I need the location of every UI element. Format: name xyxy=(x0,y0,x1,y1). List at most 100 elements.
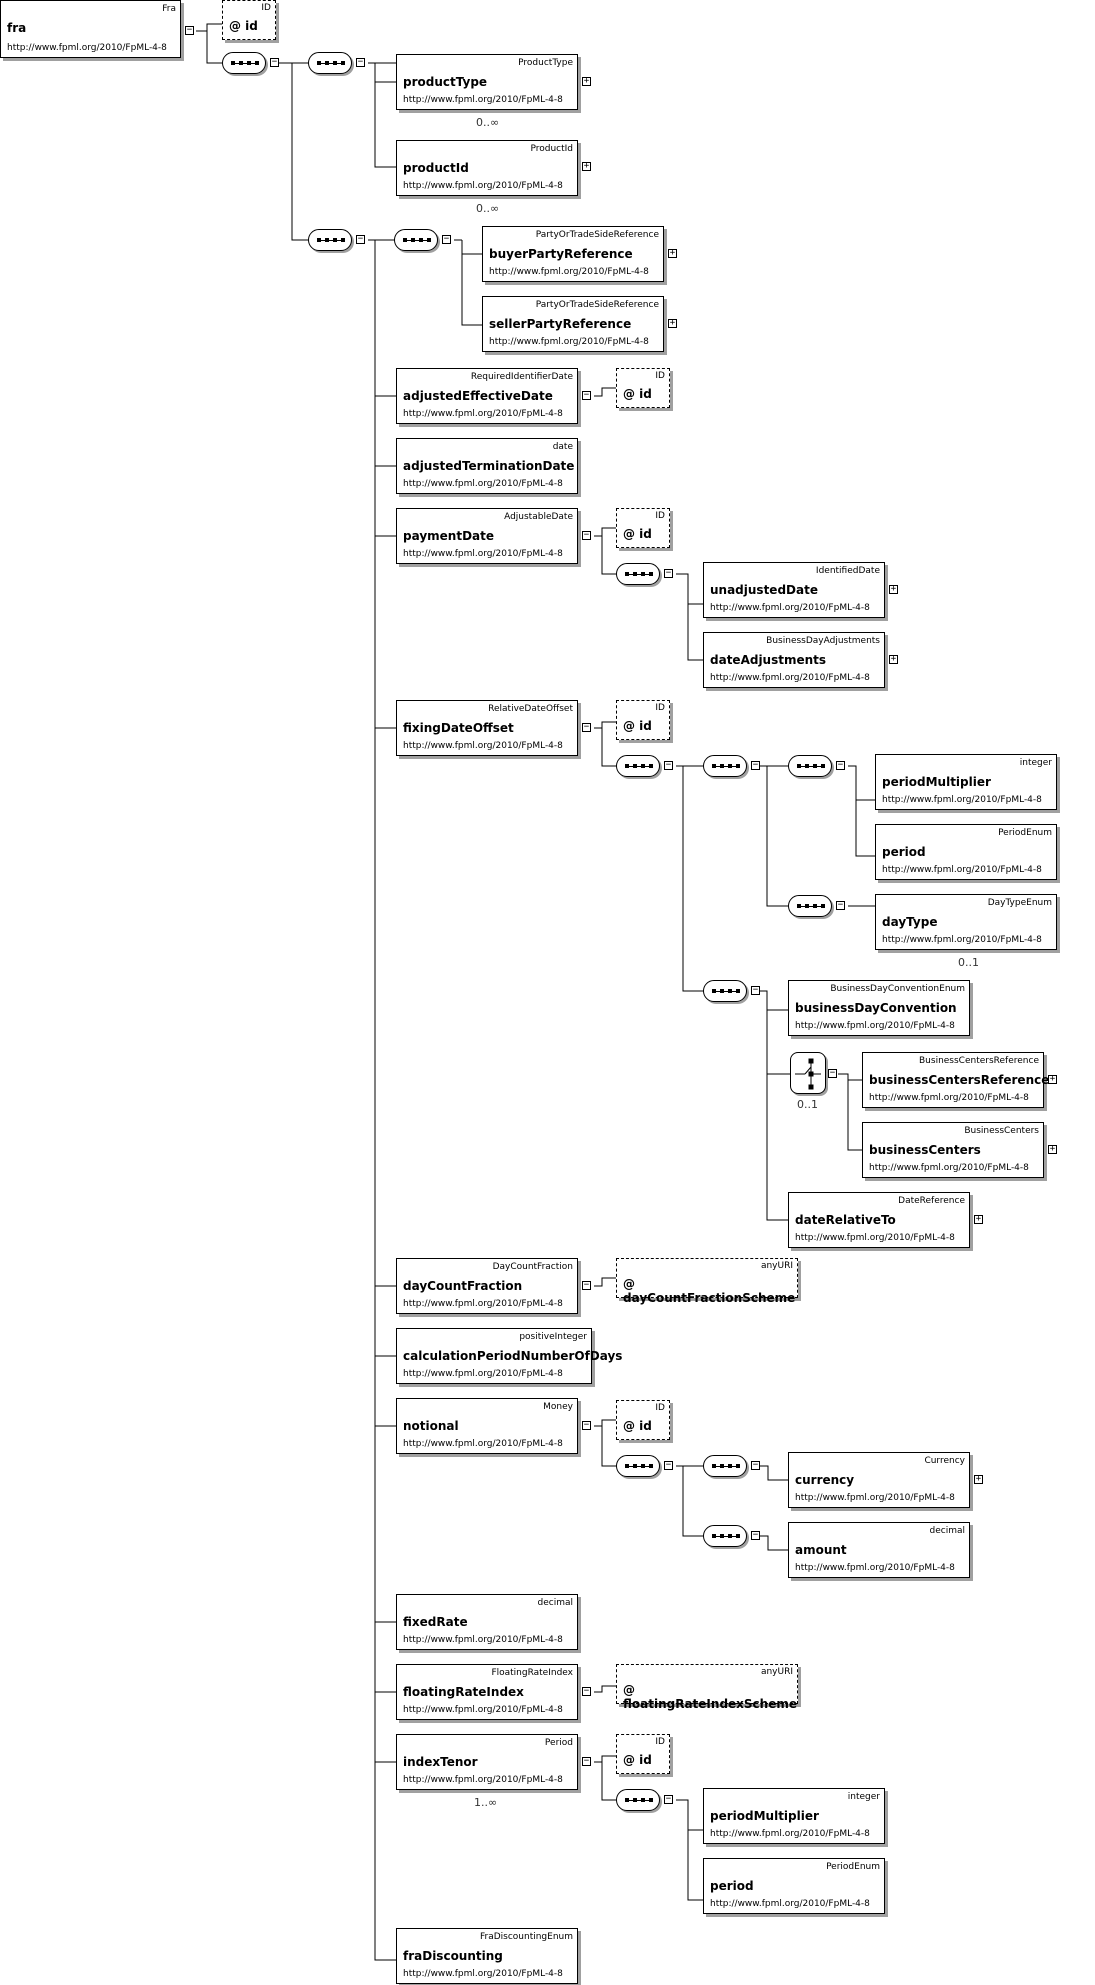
attribute-id[interactable]: ID @ id xyxy=(616,1734,670,1774)
expand-toggle-icon[interactable]: + xyxy=(668,318,677,328)
element-businessCenters[interactable]: BusinessCenters businessCenters http://w… xyxy=(862,1122,1044,1178)
expand-toggle-icon[interactable]: + xyxy=(974,1214,983,1224)
element-adjustedTerminationDate[interactable]: date adjustedTerminationDate http://www.… xyxy=(396,438,578,494)
element-currency[interactable]: Currency currency http://www.fpml.org/20… xyxy=(788,1452,970,1508)
expand-toggle-icon[interactable]: + xyxy=(974,1474,983,1484)
occurrence-label: 0..∞ xyxy=(476,116,500,129)
element-name: dayType xyxy=(882,915,938,929)
collapse-toggle-icon[interactable]: − xyxy=(582,1686,591,1696)
element-productId[interactable]: ProductId productId http://www.fpml.org/… xyxy=(396,140,578,196)
element-period[interactable]: PeriodEnum period http://www.fpml.org/20… xyxy=(875,824,1057,880)
element-name: notional xyxy=(403,1419,459,1433)
collapse-toggle-icon[interactable]: − xyxy=(582,390,591,400)
element-notional[interactable]: Money notional http://www.fpml.org/2010/… xyxy=(396,1398,578,1454)
sequence-compositor[interactable] xyxy=(703,1525,747,1547)
collapse-toggle-icon[interactable]: − xyxy=(582,1420,591,1430)
element-fraDiscounting[interactable]: FraDiscountingEnum fraDiscounting http:/… xyxy=(396,1928,578,1984)
sequence-compositor[interactable] xyxy=(222,52,266,74)
expand-toggle-icon[interactable]: + xyxy=(582,161,591,171)
element-businessCentersReference[interactable]: BusinessCentersReference businessCenters… xyxy=(862,1052,1049,1108)
collapse-toggle-icon[interactable]: − xyxy=(836,900,845,910)
sequence-compositor[interactable] xyxy=(788,755,832,777)
collapse-toggle-icon[interactable]: − xyxy=(751,1530,760,1540)
collapse-toggle-icon[interactable]: − xyxy=(751,985,760,995)
element-sellerPartyReference[interactable]: PartyOrTradeSideReference sellerPartyRef… xyxy=(482,296,664,352)
expand-toggle-icon[interactable]: + xyxy=(1048,1144,1057,1154)
sequence-compositor[interactable] xyxy=(394,229,438,251)
element-adjustedEffectiveDate[interactable]: RequiredIdentifierDate adjustedEffective… xyxy=(396,368,578,424)
attribute-dayCountFractionScheme[interactable]: anyURI @ dayCountFractionScheme xyxy=(616,1258,798,1305)
sequence-compositor[interactable] xyxy=(703,1455,747,1477)
element-productType[interactable]: ProductType productType http://www.fpml.… xyxy=(396,54,578,110)
collapse-toggle-icon[interactable]: − xyxy=(836,760,845,770)
attribute-floatingRateIndexScheme[interactable]: anyURI @ floatingRateIndexScheme xyxy=(616,1664,798,1711)
element-periodMultiplier[interactable]: integer periodMultiplier http://www.fpml… xyxy=(703,1788,885,1844)
element-period[interactable]: PeriodEnum period http://www.fpml.org/20… xyxy=(703,1858,885,1914)
collapse-toggle-icon[interactable]: − xyxy=(582,722,591,732)
element-indexTenor[interactable]: Period indexTenor http://www.fpml.org/20… xyxy=(396,1734,578,1790)
element-paymentDate[interactable]: AdjustableDate paymentDate http://www.fp… xyxy=(396,508,578,564)
collapse-toggle-icon[interactable]: − xyxy=(751,1460,760,1470)
collapse-toggle-icon[interactable]: − xyxy=(270,57,279,67)
element-unadjustedDate[interactable]: IdentifiedDate unadjustedDate http://www… xyxy=(703,562,885,618)
collapse-toggle-icon[interactable]: − xyxy=(582,1756,591,1766)
element-name: currency xyxy=(795,1473,855,1487)
element-fixedRate[interactable]: decimal fixedRate http://www.fpml.org/20… xyxy=(396,1594,578,1650)
attribute-id[interactable]: ID @ id xyxy=(616,508,670,548)
sequence-compositor[interactable] xyxy=(616,563,660,585)
type-label: decimal xyxy=(929,1526,965,1536)
collapse-toggle-icon[interactable]: − xyxy=(664,1794,673,1804)
namespace: http://www.fpml.org/2010/FpML-4-8 xyxy=(882,935,1042,945)
expand-toggle-icon[interactable]: + xyxy=(889,654,898,664)
attribute-id[interactable]: ID @ id xyxy=(616,700,670,740)
element-dateAdjustments[interactable]: BusinessDayAdjustments dateAdjustments h… xyxy=(703,632,885,688)
attribute-id[interactable]: ID @ id xyxy=(616,368,670,408)
collapse-toggle-icon[interactable]: − xyxy=(356,57,365,67)
element-name: businessDayConvention xyxy=(795,1001,957,1015)
collapse-toggle-icon[interactable]: − xyxy=(664,760,673,770)
sequence-compositor[interactable] xyxy=(703,980,747,1002)
element-dayCountFraction[interactable]: DayCountFraction dayCountFraction http:/… xyxy=(396,1258,578,1314)
element-amount[interactable]: decimal amount http://www.fpml.org/2010/… xyxy=(788,1522,970,1578)
expand-toggle-icon[interactable]: + xyxy=(1048,1074,1057,1084)
element-floatingRateIndex[interactable]: FloatingRateIndex floatingRateIndex http… xyxy=(396,1664,578,1720)
namespace: http://www.fpml.org/2010/FpML-4-8 xyxy=(795,1493,955,1503)
element-dayType[interactable]: DayTypeEnum dayType http://www.fpml.org/… xyxy=(875,894,1057,950)
collapse-toggle-icon[interactable]: − xyxy=(582,1280,591,1290)
element-businessDayConvention[interactable]: BusinessDayConventionEnum businessDayCon… xyxy=(788,980,970,1036)
attribute-id[interactable]: ID @ id xyxy=(616,1400,670,1440)
expand-toggle-icon[interactable]: + xyxy=(668,248,677,258)
expand-toggle-icon[interactable]: + xyxy=(582,76,591,86)
collapse-toggle-icon[interactable]: − xyxy=(664,568,673,578)
namespace: http://www.fpml.org/2010/FpML-4-8 xyxy=(403,1299,563,1309)
sequence-compositor[interactable] xyxy=(616,1455,660,1477)
attribute-name: @ id xyxy=(623,387,652,401)
collapse-toggle-icon[interactable]: − xyxy=(185,25,194,35)
element-name: fraDiscounting xyxy=(403,1949,503,1963)
element-fra[interactable]: Fra fra http://www.fpml.org/2010/FpML-4-… xyxy=(0,0,181,58)
sequence-compositor[interactable] xyxy=(788,895,832,917)
collapse-toggle-icon[interactable]: − xyxy=(582,530,591,540)
element-periodMultiplier[interactable]: integer periodMultiplier http://www.fpml… xyxy=(875,754,1057,810)
collapse-toggle-icon[interactable]: − xyxy=(664,1460,673,1470)
element-name: floatingRateIndex xyxy=(403,1685,524,1699)
collapse-toggle-icon[interactable]: − xyxy=(751,760,760,770)
element-calculationPeriodNumberOfDays[interactable]: positiveInteger calculationPeriodNumberO… xyxy=(396,1328,622,1384)
type-label: BusinessDayAdjustments xyxy=(766,636,880,646)
element-fixingDateOffset[interactable]: RelativeDateOffset fixingDateOffset http… xyxy=(396,700,578,756)
sequence-compositor[interactable] xyxy=(703,755,747,777)
sequence-compositor[interactable] xyxy=(616,755,660,777)
choice-compositor[interactable] xyxy=(790,1052,826,1094)
expand-toggle-icon[interactable]: + xyxy=(889,584,898,594)
collapse-toggle-icon[interactable]: − xyxy=(442,234,451,244)
element-buyerPartyReference[interactable]: PartyOrTradeSideReference buyerPartyRefe… xyxy=(482,226,664,282)
collapse-toggle-icon[interactable]: − xyxy=(828,1068,837,1078)
element-name: businessCentersReference xyxy=(869,1073,1050,1087)
sequence-compositor[interactable] xyxy=(308,52,352,74)
collapse-toggle-icon[interactable]: − xyxy=(356,234,365,244)
sequence-compositor[interactable] xyxy=(616,1789,660,1811)
attribute-id[interactable]: ID @ id xyxy=(222,0,276,40)
sequence-compositor[interactable] xyxy=(308,229,352,251)
element-name: period xyxy=(710,1879,754,1893)
element-dateRelativeTo[interactable]: DateReference dateRelativeTo http://www.… xyxy=(788,1192,970,1248)
